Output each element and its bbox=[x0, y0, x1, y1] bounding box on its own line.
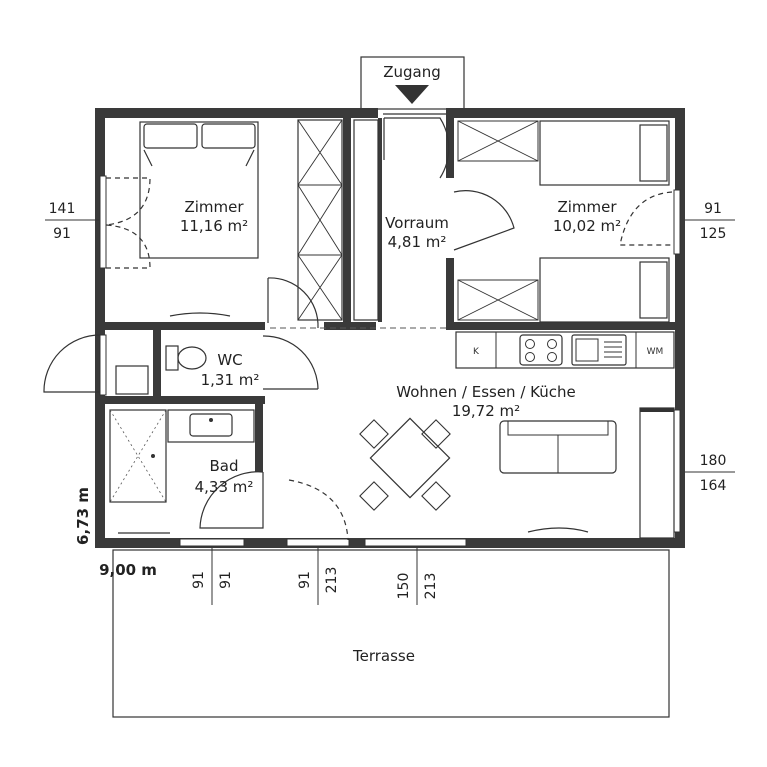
room-vorraum-area: 4,81 m² bbox=[388, 233, 447, 251]
room-wc-area: 1,31 m² bbox=[201, 371, 260, 389]
bed-right-top bbox=[539, 120, 670, 186]
toilet-icon bbox=[165, 345, 207, 371]
door-zimmer-left bbox=[267, 277, 319, 329]
terrace-outline bbox=[112, 549, 670, 718]
kitchen-counter: K WM bbox=[455, 331, 675, 369]
svg-text:180: 180 bbox=[700, 453, 727, 469]
door-zimmer-right bbox=[453, 190, 515, 251]
svg-text:91: 91 bbox=[297, 571, 313, 589]
dimension-width: 9,00 m bbox=[99, 561, 157, 579]
room-wohnen-name: Wohnen / Essen / Küche bbox=[396, 383, 575, 401]
svg-text:213: 213 bbox=[423, 573, 439, 600]
sink-icon bbox=[571, 334, 627, 366]
svg-text:141: 141 bbox=[49, 201, 76, 217]
room-bad-area: 4,33 m² bbox=[195, 478, 254, 496]
room-vorraum-name: Vorraum bbox=[385, 214, 449, 232]
door-terrace-label: 150 213 bbox=[396, 548, 439, 605]
room-wc-name: WC bbox=[217, 351, 242, 369]
room-zimmer-left-name: Zimmer bbox=[184, 198, 244, 216]
door-bad bbox=[199, 471, 264, 529]
bath-sink bbox=[167, 409, 255, 443]
appliance-k-label: K bbox=[473, 347, 480, 357]
entrance-label: Zugang bbox=[383, 63, 441, 81]
window-right-bedroom-label: 91 125 bbox=[685, 201, 735, 242]
fridge bbox=[639, 407, 675, 539]
svg-text:91: 91 bbox=[704, 201, 722, 217]
svg-text:91: 91 bbox=[53, 226, 71, 242]
entrance-arrow-icon bbox=[395, 85, 429, 104]
bed-left bbox=[139, 121, 259, 259]
room-bad-name: Bad bbox=[209, 457, 238, 475]
svg-text:125: 125 bbox=[700, 226, 727, 242]
door-bottom-label: 91 213 bbox=[297, 548, 340, 605]
room-zimmer-right-area: 10,02 m² bbox=[553, 217, 621, 235]
wc-sink bbox=[115, 365, 149, 395]
wardrobe-right bbox=[457, 120, 539, 321]
window-bath-bottom-label: 91 91 bbox=[191, 548, 234, 605]
radiator-living bbox=[527, 527, 589, 533]
dining-table bbox=[359, 417, 451, 511]
terrace-label: Terrasse bbox=[352, 647, 415, 665]
door-wc bbox=[262, 335, 319, 390]
sofa bbox=[499, 420, 617, 474]
wardrobe-vorraum bbox=[353, 119, 379, 321]
svg-text:213: 213 bbox=[324, 567, 340, 594]
svg-text:91: 91 bbox=[218, 571, 234, 589]
radiator-left bbox=[169, 312, 231, 317]
room-zimmer-left-area: 11,16 m² bbox=[180, 217, 248, 235]
door-bottom-swing bbox=[288, 479, 349, 541]
dimension-depth: 6,73 m bbox=[74, 487, 92, 545]
appliance-wm-label: WM bbox=[647, 347, 664, 357]
svg-text:91: 91 bbox=[191, 571, 207, 589]
svg-text:164: 164 bbox=[700, 478, 727, 494]
outer-walls bbox=[95, 108, 685, 548]
svg-text:150: 150 bbox=[396, 573, 412, 600]
interior-walls bbox=[105, 118, 675, 472]
window-swing-right bbox=[619, 191, 673, 246]
wardrobe-left bbox=[297, 119, 343, 321]
room-wohnen-area: 19,72 m² bbox=[452, 402, 520, 420]
window-living-right-label: 180 164 bbox=[685, 453, 735, 494]
door-wc-exterior bbox=[43, 334, 101, 393]
cooktop-icon bbox=[519, 334, 563, 366]
window-left-bedroom-label: 141 91 bbox=[45, 201, 100, 242]
shower bbox=[109, 409, 167, 503]
window-swing-left bbox=[105, 177, 151, 269]
entrance-box bbox=[360, 56, 465, 110]
bed-right-bottom bbox=[539, 257, 670, 323]
room-zimmer-right-name: Zimmer bbox=[557, 198, 617, 216]
door-entrance bbox=[383, 113, 450, 179]
